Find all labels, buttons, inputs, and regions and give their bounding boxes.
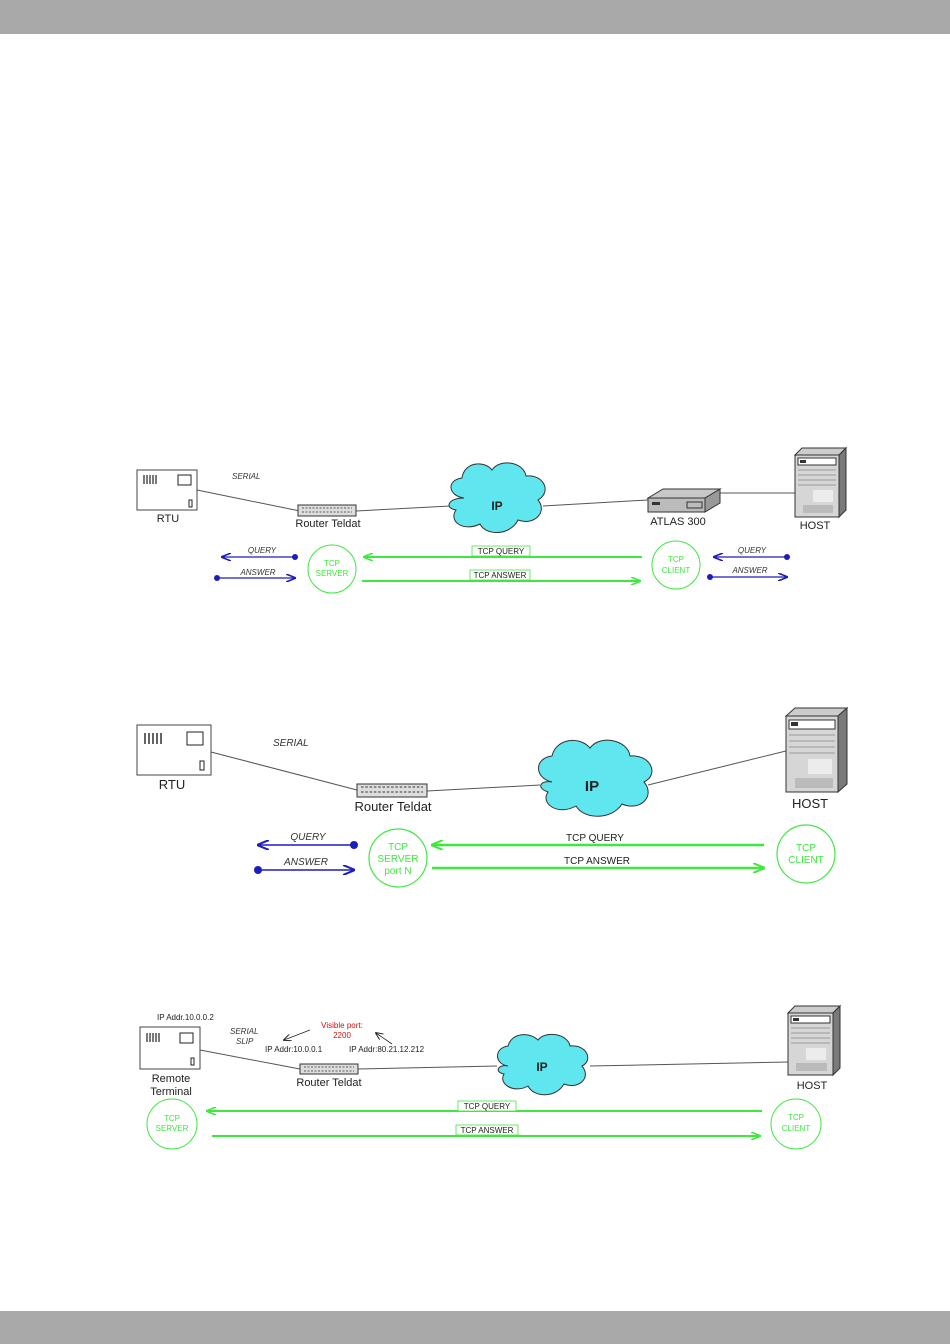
query-label: QUERY <box>290 832 327 843</box>
atlas-300-label: ATLAS 300 <box>650 516 705 528</box>
visible-port-label: Visible port: <box>321 1021 363 1030</box>
tcp-client-label: TCP <box>796 843 816 854</box>
remote-terminal-label: Remote <box>152 1073 191 1085</box>
tcp-query-label: TCP QUERY <box>566 833 624 844</box>
tcp-server-label: TCP <box>388 842 408 853</box>
tcp-answer-label: TCP ANSWER <box>564 856 630 867</box>
rtu-device <box>136 469 198 511</box>
page-footer-bar <box>0 1311 950 1344</box>
tcp-server-node <box>368 828 428 888</box>
router-icon <box>297 504 357 517</box>
rtu-label: RTU <box>159 777 185 792</box>
tcp-client-label: CLIENT <box>662 566 691 575</box>
host-label: HOST <box>792 796 828 811</box>
ip-cloud-label: IP <box>491 499 502 513</box>
diagram-atlas-300: RTU SERIAL Router Teldat IP ATLAS 300 <box>136 446 848 594</box>
diagram-remote-terminal: IP Addr.10.0.0.2 Remote Terminal SERIAL … <box>139 1004 842 1150</box>
tcp-server-label: TCP <box>164 1114 180 1123</box>
tcp-client-label: TCP <box>788 1113 804 1122</box>
tcp-query-label: TCP QUERY <box>464 1102 511 1111</box>
tcp-server-label: SERVER <box>316 569 349 578</box>
tcp-client-label: CLIENT <box>788 855 824 866</box>
tcp-client-label: TCP <box>668 555 684 564</box>
tcp-client-node <box>770 1098 822 1150</box>
query-label-right: QUERY <box>738 546 767 555</box>
rtu-label: RTU <box>157 513 179 525</box>
query-label-left: QUERY <box>248 546 277 555</box>
host-server-icon <box>793 446 848 519</box>
page-header-bar <box>0 0 950 34</box>
tcp-server-label: TCP <box>324 559 340 568</box>
answer-label-left: ANSWER <box>239 568 275 577</box>
slip-label: SLIP <box>236 1037 254 1046</box>
router-label: Router Teldat <box>295 518 360 530</box>
answer-label-right: ANSWER <box>731 566 767 575</box>
ip-cloud-icon <box>538 739 653 817</box>
tcp-client-node <box>651 540 701 590</box>
router-label: Router Teldat <box>354 799 431 814</box>
host-label: HOST <box>797 1080 828 1092</box>
terminal-ip-label: IP Addr.10.0.0.2 <box>157 1013 214 1022</box>
ip-cloud-label: IP <box>536 1060 547 1074</box>
host-server-icon <box>784 706 849 794</box>
serial-label: SERIAL <box>230 1027 258 1036</box>
ip-cloud-icon <box>497 1033 589 1096</box>
diagram-direct-ip: RTU SERIAL Router Teldat IP HOST QUERY <box>136 706 849 888</box>
answer-label: ANSWER <box>283 857 328 868</box>
tcp-server-label: SERVER <box>378 854 419 865</box>
serial-label: SERIAL <box>273 738 309 749</box>
tcp-server-node <box>146 1098 198 1150</box>
host-server-icon <box>786 1004 842 1077</box>
router-label: Router Teldat <box>296 1077 361 1089</box>
tcp-server-port-label: port N <box>384 866 411 877</box>
remote-terminal-device <box>139 1026 201 1070</box>
tcp-server-label: SERVER <box>156 1124 189 1133</box>
router-icon <box>299 1063 359 1075</box>
ip-cloud-icon <box>448 462 546 533</box>
host-label: HOST <box>800 520 831 532</box>
visible-port-number: 2200 <box>333 1031 351 1040</box>
rtu-device <box>136 724 212 776</box>
serial-label: SERIAL <box>232 472 260 481</box>
router-inside-ip-label: IP Addr:10.0.0.1 <box>265 1045 323 1054</box>
tcp-answer-label: TCP ANSWER <box>474 571 527 580</box>
tcp-query-label: TCP QUERY <box>478 547 525 556</box>
ip-cloud-label: IP <box>585 778 599 795</box>
tcp-client-label: CLIENT <box>782 1124 811 1133</box>
router-outside-ip-label: IP Addr:80.21.12.212 <box>349 1045 425 1054</box>
router-icon <box>356 783 428 798</box>
atlas-300-icon <box>646 488 722 513</box>
tcp-server-node <box>307 544 357 594</box>
tcp-client-node <box>776 824 836 884</box>
remote-terminal-label: Terminal <box>150 1086 192 1098</box>
tcp-answer-label: TCP ANSWER <box>461 1126 514 1135</box>
